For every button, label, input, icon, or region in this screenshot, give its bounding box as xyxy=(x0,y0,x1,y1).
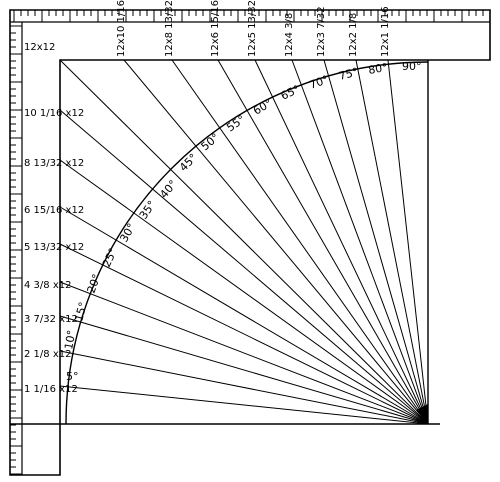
ray-to-top-edge xyxy=(387,59,429,425)
scale-ticks xyxy=(10,10,484,475)
ray-to-left-edge xyxy=(59,385,429,425)
left-label-4-3-8x12: 4 3/8 x12 xyxy=(24,280,71,291)
degree-label-90: 90° xyxy=(402,60,422,73)
pivot-fan xyxy=(416,404,428,424)
degree-label-55: 55° xyxy=(224,113,247,135)
top-label-12x8-13-32: 12x8 13/32 xyxy=(164,0,175,57)
top-label-12x10-1-16: 12x10 1/16 xyxy=(116,0,127,57)
degree-label-35: 35° xyxy=(137,198,159,221)
degree-label-45: 45° xyxy=(177,151,200,174)
degree-label-80: 80° xyxy=(367,61,388,77)
ray-to-top-edge xyxy=(59,59,429,425)
top-label-12x6-15-16: 12x6 15/16 xyxy=(210,0,221,57)
ray-to-left-edge xyxy=(59,350,429,425)
left-label-2-1-8x12: 2 1/8 x12 xyxy=(24,349,71,360)
degree-label-20: 20° xyxy=(85,272,104,295)
top-label-12x12: 12x12 xyxy=(24,42,55,53)
degree-label-25: 25° xyxy=(100,246,120,269)
top-label-12x5-13-32: 12x5 13/32 xyxy=(247,0,258,57)
degree-label-70: 70° xyxy=(308,73,331,92)
top-label-12x2-1-8: 12x2 1/8 xyxy=(348,13,359,57)
top-label-12x4-3-8: 12x4 3/8 xyxy=(284,13,295,57)
ray-to-top-edge xyxy=(123,59,429,425)
ray-to-left-edge xyxy=(59,206,429,425)
degree-label-15: 15° xyxy=(72,301,90,323)
ray-to-top-edge xyxy=(217,59,429,425)
top-label-12x1-1-16: 12x1 1/16 xyxy=(380,6,391,57)
ray-to-left-edge xyxy=(59,159,429,425)
left-label-8-13-32x12: 8 13/32 x12 xyxy=(24,158,84,169)
degree-label-75: 75° xyxy=(337,65,359,83)
ray-to-left-edge xyxy=(59,281,429,425)
angle-rays xyxy=(59,59,429,425)
degree-label-50: 50° xyxy=(199,131,222,153)
top-label-12x3-7-32: 12x3 7/32 xyxy=(316,6,327,57)
ray-to-top-edge xyxy=(254,59,429,425)
left-label-3-7-32x12: 3 7/32 x12 xyxy=(24,314,78,325)
ray-to-top-edge xyxy=(323,59,429,425)
left-label-5-13-32x12: 5 13/32 x12 xyxy=(24,242,84,253)
left-label-6-15-16x12: 6 15/16 x12 xyxy=(24,205,84,216)
ray-to-left-edge xyxy=(59,243,429,425)
ray-to-top-edge xyxy=(355,59,429,425)
quarter-circle-arc xyxy=(65,61,429,425)
left-label-1-1-16x12: 1 1/16 x12 xyxy=(24,384,78,395)
ray-to-left-edge xyxy=(59,109,429,425)
degree-label-5: 5° xyxy=(66,370,79,383)
degree-label-60: 60° xyxy=(251,97,274,118)
degree-label-30: 30° xyxy=(117,221,138,244)
left-label-10-1-16x12: 10 1/16 x12 xyxy=(24,108,84,119)
degree-label-40: 40° xyxy=(157,178,179,201)
ray-to-top-edge xyxy=(171,59,429,425)
ray-to-top-edge xyxy=(291,59,429,425)
degree-label-10: 10° xyxy=(62,329,78,350)
ray-to-left-edge xyxy=(59,315,429,425)
